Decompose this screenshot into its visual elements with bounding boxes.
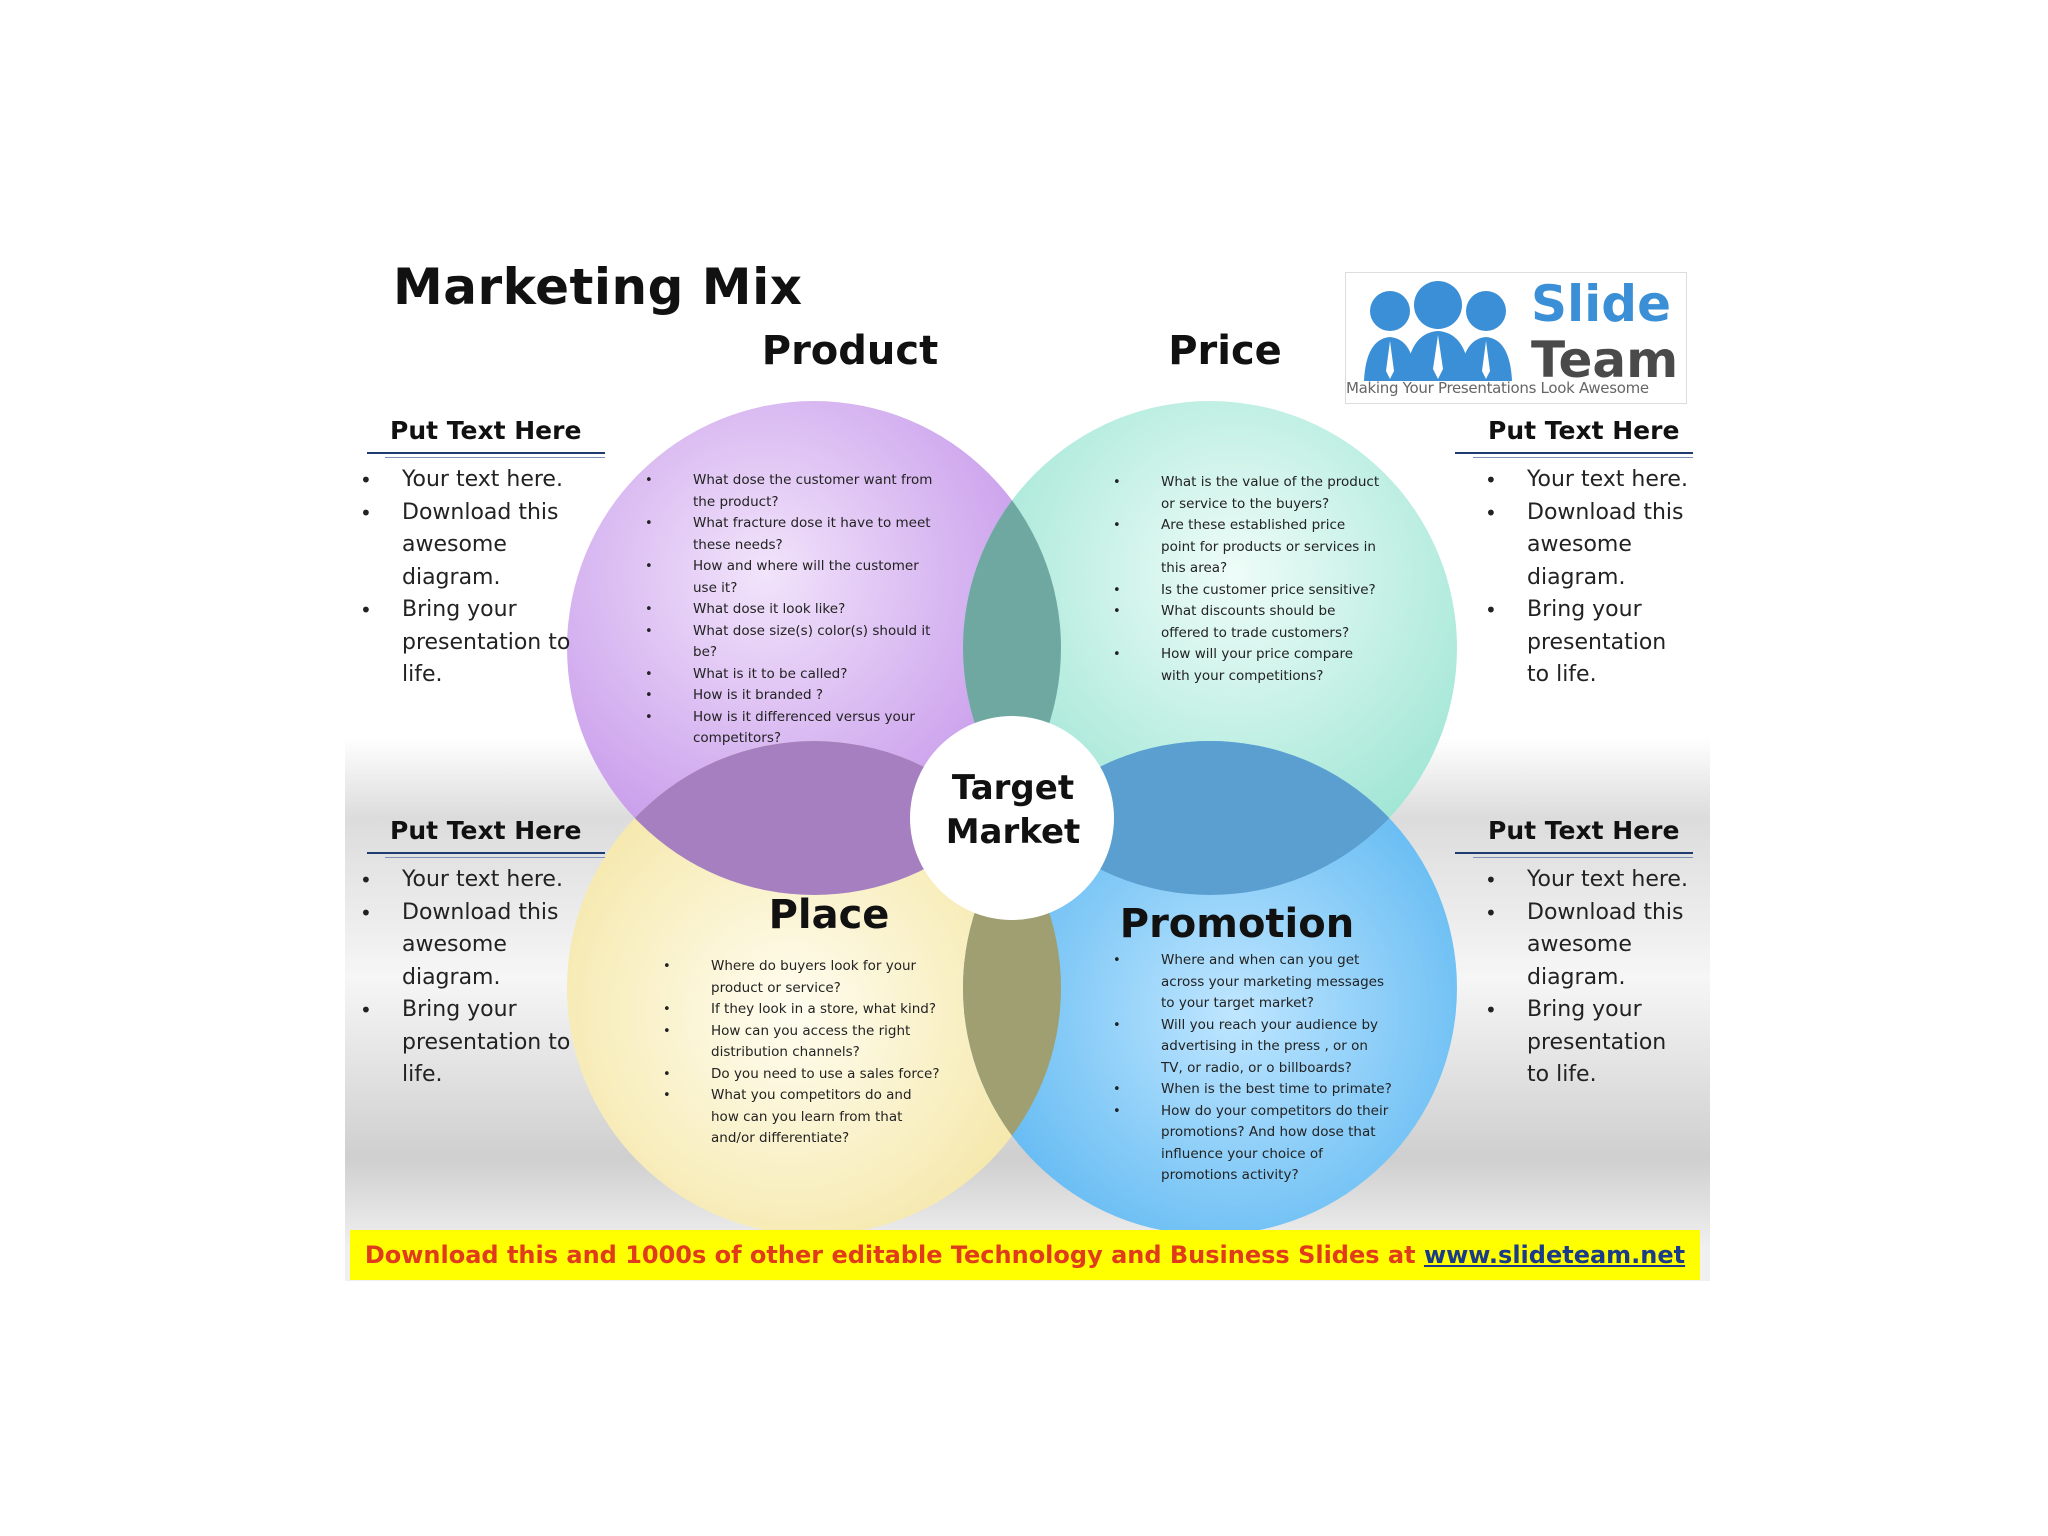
banner-text: Download this and 1000s of other editabl… bbox=[364, 1241, 1424, 1269]
target-market-label: Target Market bbox=[928, 766, 1098, 854]
promotion-question-list: Where and when can you get across your m… bbox=[1113, 950, 1393, 1187]
list-item: Bring your presentation to life. bbox=[360, 594, 590, 692]
list-item: Your text here. bbox=[1485, 464, 1695, 497]
list-item: Download this awesome diagram. bbox=[360, 897, 590, 995]
target-market-circle bbox=[910, 716, 1114, 920]
list-item: What discounts should be offered to trad… bbox=[1113, 601, 1383, 644]
list-item: Bring your presentation to life. bbox=[360, 994, 590, 1092]
list-item: How can you access the right distributio… bbox=[663, 1021, 943, 1064]
list-item: Will you reach your audience by advertis… bbox=[1113, 1015, 1393, 1080]
list-item: What is it to be called? bbox=[645, 664, 935, 686]
price-question-list: What is the value of the product or serv… bbox=[1113, 472, 1383, 687]
list-item: Your text here. bbox=[360, 864, 590, 897]
list-item: Bring your presentation to life. bbox=[1485, 594, 1695, 692]
side-box-bottom-left-rule-thin bbox=[385, 857, 605, 858]
target-market-line2: Market bbox=[945, 812, 1081, 852]
slide: Marketing Mix Slide Team Making Your Pre… bbox=[345, 258, 1710, 1281]
target-market-line1: Target bbox=[951, 768, 1075, 808]
side-box-top-left-rule bbox=[367, 452, 605, 454]
list-item: Do you need to use a sales force? bbox=[663, 1064, 943, 1086]
side-box-top-right-rule-thin bbox=[1473, 457, 1693, 458]
side-box-bottom-left-list: Your text here. Download this awesome di… bbox=[360, 864, 590, 1092]
side-box-top-right-title: Put Text Here bbox=[1488, 416, 1680, 445]
side-box-bottom-right-rule bbox=[1455, 852, 1693, 854]
list-item: Is the customer price sensitive? bbox=[1113, 580, 1383, 602]
list-item: When is the best time to primate? bbox=[1113, 1079, 1393, 1101]
list-item: Download this awesome diagram. bbox=[1485, 897, 1695, 995]
list-item: Are these established price point for pr… bbox=[1113, 515, 1383, 580]
side-box-top-left-rule-thin bbox=[385, 457, 605, 458]
list-item: How and where will the customer use it? bbox=[645, 556, 935, 599]
side-box-top-left-list: Your text here. Download this awesome di… bbox=[360, 464, 590, 692]
list-item: Where do buyers look for your product or… bbox=[663, 956, 943, 999]
side-box-top-left-title: Put Text Here bbox=[390, 416, 582, 445]
list-item: If they look in a store, what kind? bbox=[663, 999, 943, 1021]
list-item: Where and when can you get across your m… bbox=[1113, 950, 1393, 1015]
side-box-bottom-right-title: Put Text Here bbox=[1488, 816, 1680, 845]
list-item: Your text here. bbox=[1485, 864, 1695, 897]
logo-brand-slide: Slide bbox=[1531, 275, 1671, 333]
list-item: What is the value of the product or serv… bbox=[1113, 472, 1383, 515]
product-question-list: What dose the customer want from the pro… bbox=[645, 470, 935, 750]
list-item: Download this awesome diagram. bbox=[360, 497, 590, 595]
slideteam-link[interactable]: www.slideteam.net bbox=[1423, 1241, 1686, 1269]
side-box-bottom-left-title: Put Text Here bbox=[390, 816, 582, 845]
download-banner: Download this and 1000s of other editabl… bbox=[350, 1230, 1700, 1280]
promotion-heading: Promotion bbox=[1119, 901, 1355, 947]
product-heading: Product bbox=[761, 328, 939, 374]
list-item: Your text here. bbox=[360, 464, 590, 497]
list-item: How will your price compare with your co… bbox=[1113, 644, 1383, 687]
side-box-bottom-right-list: Your text here. Download this awesome di… bbox=[1485, 864, 1695, 1092]
slideteam-logo: Slide Team Making Your Presentations Loo… bbox=[1345, 272, 1687, 404]
list-item: How do your competitors do their promoti… bbox=[1113, 1101, 1393, 1187]
list-item: What you competitors do and how can you … bbox=[663, 1085, 943, 1150]
side-box-top-right-list: Your text here. Download this awesome di… bbox=[1485, 464, 1695, 692]
place-heading: Place bbox=[768, 892, 890, 938]
list-item: Download this awesome diagram. bbox=[1485, 497, 1695, 595]
list-item: What dose the customer want from the pro… bbox=[645, 470, 935, 513]
logo-tagline: Making Your Presentations Look Awesome bbox=[1346, 379, 1649, 397]
people-logo-icon bbox=[1364, 281, 1512, 381]
list-item: Bring your presentation to life. bbox=[1485, 994, 1695, 1092]
price-heading: Price bbox=[1168, 328, 1282, 374]
list-item: How is it branded ? bbox=[645, 685, 935, 707]
side-box-top-right-rule bbox=[1455, 452, 1693, 454]
list-item: How is it differenced versus your compet… bbox=[645, 707, 935, 750]
side-box-bottom-left-rule bbox=[367, 852, 605, 854]
list-item: What dose it look like? bbox=[645, 599, 935, 621]
list-item: What fracture dose it have to meet these… bbox=[645, 513, 935, 556]
place-question-list: Where do buyers look for your product or… bbox=[663, 956, 943, 1150]
page-title: Marketing Mix bbox=[393, 258, 803, 316]
logo-brand-team: Team bbox=[1531, 331, 1679, 389]
list-item: What dose size(s) color(s) should it be? bbox=[645, 621, 935, 664]
side-box-bottom-right-rule-thin bbox=[1473, 857, 1693, 858]
